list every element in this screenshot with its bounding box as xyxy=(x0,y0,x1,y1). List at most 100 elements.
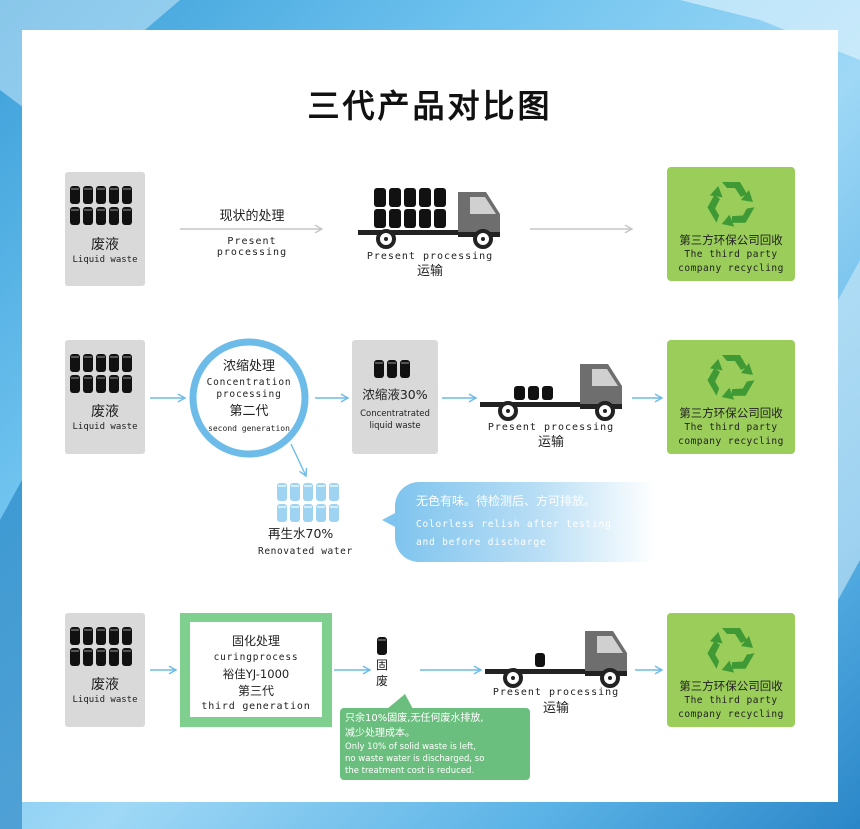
process-label-en: curingprocess xyxy=(213,652,299,663)
barrel xyxy=(290,504,300,522)
note-label-en-3: the treatment cost is reduced. xyxy=(345,766,475,776)
note-label-en-1: Only 10% of solid waste is left, xyxy=(345,742,476,752)
recycle-label-en-2: company recycling xyxy=(678,436,784,447)
source-label-en: Liquid waste xyxy=(72,255,138,265)
generation-label-en: second generation xyxy=(208,424,290,433)
generation-label-en: third generation xyxy=(201,701,311,712)
transport-label-cn: 运输 xyxy=(542,701,569,716)
note-label-cn-2: 减少处理成本。 xyxy=(345,728,415,739)
transport-label-en: Present processing xyxy=(487,422,615,433)
concentration-circle xyxy=(189,338,309,458)
barrel xyxy=(122,375,132,393)
cargo-barrel xyxy=(434,209,446,228)
recycle-label-en-1: The third party xyxy=(684,422,778,433)
barrel xyxy=(83,207,93,225)
barrel xyxy=(96,375,106,393)
process-label-cn: 固化处理 xyxy=(231,634,280,648)
barrel xyxy=(374,360,384,378)
transport-label-en: Present processing xyxy=(492,687,620,698)
process-label-en-2: processing xyxy=(216,247,288,258)
barrel xyxy=(387,360,397,378)
source-label-en: Liquid waste xyxy=(72,695,138,705)
barrel xyxy=(83,648,93,666)
barrel xyxy=(83,354,93,372)
barrel xyxy=(70,207,80,225)
solid-label-2: 废 xyxy=(376,674,389,688)
recycle-icon xyxy=(701,347,761,405)
truck-icon xyxy=(358,178,503,249)
source-label-en: Liquid waste xyxy=(72,422,138,432)
barrel xyxy=(96,627,106,645)
barrel xyxy=(96,354,106,372)
barrels-icon xyxy=(374,360,424,378)
solid-waste-barrel-icon xyxy=(377,637,389,655)
recycle-label-cn: 第三方环保公司回收 xyxy=(679,233,783,247)
source-label-cn: 废液 xyxy=(91,237,119,253)
barrel xyxy=(70,354,80,372)
solid-note-box xyxy=(340,708,530,780)
process-label-cn: 现状的处理 xyxy=(219,209,285,224)
cargo-barrel xyxy=(404,188,416,207)
barrel xyxy=(83,186,93,204)
barrel xyxy=(70,186,80,204)
barrel xyxy=(96,648,106,666)
source-label-cn: 废液 xyxy=(91,677,119,693)
barrel xyxy=(70,375,80,393)
truck-icon xyxy=(485,625,630,688)
note-label-cn: 无色有味。待检测后、方可排放。 xyxy=(416,494,597,508)
barrel xyxy=(377,637,387,655)
curing-box-inner xyxy=(190,622,322,717)
barrel xyxy=(122,207,132,225)
bubble-tail xyxy=(382,512,397,528)
model-label: 裕佳YJ-1000 xyxy=(222,667,290,681)
note-label-en-2: no waste water is discharged, so xyxy=(345,754,485,764)
barrel xyxy=(400,360,410,378)
barrel xyxy=(122,186,132,204)
concentrate-box xyxy=(352,340,438,454)
note-label-en-2: and before discharge xyxy=(416,537,547,548)
barrel xyxy=(109,627,119,645)
barrel xyxy=(277,483,287,501)
truck-icon xyxy=(480,358,625,421)
water-label-en: Renovated water xyxy=(258,546,353,557)
barrel xyxy=(122,627,132,645)
barrel xyxy=(96,207,106,225)
barrel xyxy=(316,483,326,501)
recycle-label-en-1: The third party xyxy=(684,249,778,260)
cargo-barrel xyxy=(514,386,525,400)
page-title: 三代产品对比图 xyxy=(307,87,553,125)
barrel xyxy=(109,375,119,393)
barrel xyxy=(122,354,132,372)
barrel xyxy=(316,504,326,522)
recycle-label-cn: 第三方环保公司回收 xyxy=(679,406,783,420)
cargo-barrel xyxy=(389,209,401,228)
discharge-note-bubble xyxy=(395,482,655,562)
transport-label-cn: 运输 xyxy=(537,435,564,450)
generation-label-cn: 第二代 xyxy=(229,404,269,419)
recycle-label-en-2: company recycling xyxy=(678,263,784,274)
barrel xyxy=(290,483,300,501)
barrels-icon xyxy=(70,354,140,393)
process-label-en-1: Concentration xyxy=(206,377,292,388)
barrel xyxy=(329,504,339,522)
process-label-en-1: Present xyxy=(227,236,277,247)
process-label-en-2: processing xyxy=(216,389,282,400)
barrel xyxy=(303,504,313,522)
barrel xyxy=(277,504,287,522)
generation-label-cn: 第三代 xyxy=(237,684,274,698)
water-barrels-icon xyxy=(277,483,349,522)
concentrate-label-cn: 浓缩液30% xyxy=(362,387,428,402)
cargo-barrel xyxy=(374,188,386,207)
cargo-barrel xyxy=(404,209,416,228)
cargo-barrel xyxy=(434,188,446,207)
cargo-barrel xyxy=(389,188,401,207)
recycle-label-en-1: The third party xyxy=(684,695,778,706)
barrel xyxy=(70,648,80,666)
water-label-cn: 再生水70% xyxy=(268,526,334,541)
barrels-icon xyxy=(70,627,140,666)
barrel xyxy=(109,186,119,204)
note-label-cn-1: 只余10%固废,无任何废水排放, xyxy=(345,713,484,724)
concentrate-label-en-1: Concentratrated xyxy=(360,409,430,419)
transport-label-en: Present processing xyxy=(366,251,494,262)
